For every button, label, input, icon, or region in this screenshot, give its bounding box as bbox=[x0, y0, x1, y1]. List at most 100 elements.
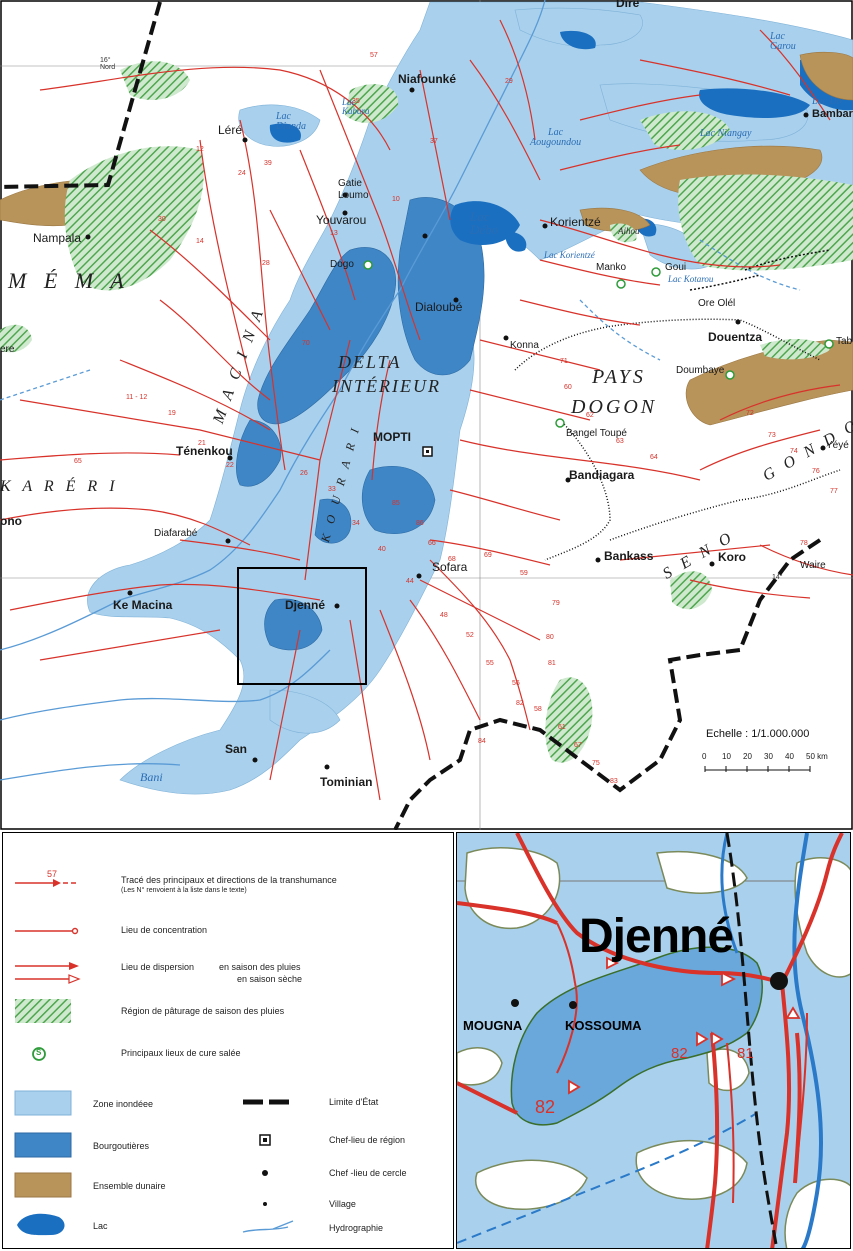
route-number: 30 bbox=[158, 216, 166, 223]
route-number: 76 bbox=[812, 468, 820, 475]
town-label-yeye: Yéyé bbox=[826, 440, 849, 451]
route-number: 65 bbox=[74, 458, 82, 465]
town-label-tominian: Tominian bbox=[320, 775, 373, 789]
route-number: 21 bbox=[198, 440, 206, 447]
town-label-diafarabe: Diafarabé bbox=[154, 528, 198, 539]
route-number: 37 bbox=[430, 138, 438, 145]
water-label-lac-garou: Lac Garou bbox=[770, 31, 796, 52]
route-number: 63 bbox=[616, 438, 624, 445]
scale-tick-label: 20 bbox=[743, 752, 752, 761]
legend-symbol-village bbox=[263, 1202, 267, 1206]
route-number: 33 bbox=[328, 486, 336, 493]
legend-symbol-dispersion-rain bbox=[15, 962, 79, 970]
town-label-sofara: Sofara bbox=[432, 560, 468, 574]
town-label-bangel-toupe: Bangel Toupé bbox=[566, 428, 627, 439]
salt-cure-markers bbox=[363, 260, 834, 428]
legend-cure-salee: Principaux lieux de cure salée bbox=[121, 1048, 241, 1058]
town-label-korientze: Korientzé bbox=[550, 215, 601, 229]
route-number: 22 bbox=[226, 462, 234, 469]
scale-tick-label: 0 bbox=[702, 752, 707, 761]
djenne-inset: Djenné MOUGNA KOSSOUMA 82 82 81 bbox=[456, 832, 851, 1249]
legend-cure-symbol: S bbox=[36, 1048, 42, 1057]
inset-highlight-box bbox=[237, 567, 367, 685]
state-border bbox=[0, 1, 822, 830]
coord-label-16n: 16° Nord bbox=[100, 57, 116, 71]
legend-symbol-concentration bbox=[15, 927, 79, 935]
escarpment bbox=[514, 318, 841, 561]
inset-canvas bbox=[457, 833, 850, 1248]
route-number: 12 bbox=[196, 146, 204, 153]
route-number: 77 bbox=[830, 488, 838, 495]
route-number: 26 bbox=[300, 470, 308, 477]
mopti-region-marker-inner bbox=[426, 450, 429, 453]
route-number: 80 bbox=[546, 634, 554, 641]
route-number: 85 bbox=[392, 500, 400, 507]
water-label-lac-kabara: Lac Kabara bbox=[342, 97, 370, 116]
town-markers bbox=[85, 87, 826, 770]
route-number: 44 bbox=[406, 578, 414, 585]
water-label-bani: Bani bbox=[140, 770, 163, 784]
legend-swatch-bourgoutieres bbox=[14, 1132, 72, 1158]
route-number: 68 bbox=[448, 556, 456, 563]
scale-title: Echelle : 1/1.000.000 bbox=[706, 728, 810, 740]
legend-transhumance: Tracé des principaux et directions de la… bbox=[121, 875, 337, 885]
town-label-dogo: Dogo bbox=[330, 259, 354, 270]
legend-symbols bbox=[14, 879, 294, 1236]
region-label-mema: M É M A bbox=[8, 268, 130, 293]
route-number: 52 bbox=[466, 632, 474, 639]
legend-symbol-dispersion-dry bbox=[15, 974, 81, 984]
town-label-ore-olel: Ore Olél bbox=[698, 298, 736, 309]
legend-village: Village bbox=[329, 1199, 356, 1209]
town-label-douentza: Douentza bbox=[708, 330, 762, 344]
route-number: 83 bbox=[610, 778, 618, 785]
town-label-djenne: Djenné bbox=[285, 598, 326, 612]
legend-zone-inondee: Zone inondéee bbox=[93, 1099, 154, 1109]
town-label-mopti: MOPTI bbox=[373, 430, 411, 444]
town-label-dire: Dire bbox=[616, 0, 640, 10]
inset-label-82a: 82 bbox=[535, 1097, 556, 1117]
legend-swatch-lac bbox=[17, 1213, 65, 1236]
legend-swatch-ensemble-dunaire bbox=[14, 1172, 72, 1198]
town-label-ono: ono bbox=[0, 514, 22, 528]
legend-paturage: Région de pâturage de saison des pluies bbox=[121, 1006, 285, 1016]
route-number: 28 bbox=[262, 260, 270, 267]
legend-dispersion-dry: en saison sèche bbox=[237, 974, 303, 984]
legend-symbol-hydrographie bbox=[242, 1220, 294, 1233]
route-number: 64 bbox=[650, 454, 658, 461]
inset-label-82b: 82 bbox=[671, 1045, 688, 1062]
route-number: 10 bbox=[392, 196, 400, 203]
route-number: 72 bbox=[746, 410, 754, 417]
water-label-lac-aougoundou: Lac Aougoundou bbox=[530, 127, 582, 148]
coord-label-14n: 14° bbox=[772, 574, 783, 581]
route-number: 56 bbox=[512, 680, 520, 687]
town-label-koro: Koro bbox=[718, 550, 746, 564]
town-label-dialoube: Dialoubé bbox=[415, 300, 463, 314]
route-number: 79 bbox=[552, 600, 560, 607]
legend: 57 Tracé des principaux et directions de… bbox=[2, 832, 454, 1249]
town-label-nampala: Nampala bbox=[33, 231, 82, 245]
route-number: 81 bbox=[548, 660, 556, 667]
route-number: 61 bbox=[558, 724, 566, 731]
scale-tick-label: 40 bbox=[785, 752, 794, 761]
water-label-lac-niangay: Lac Niangay bbox=[700, 128, 752, 139]
route-number: 70 bbox=[302, 340, 310, 347]
route-number: 24 bbox=[238, 170, 246, 177]
route-number: 19 bbox=[168, 410, 176, 417]
route-number: 29 bbox=[505, 78, 513, 85]
legend-symbol-cure-salee bbox=[32, 1047, 46, 1061]
town-label-tenenkou: Ténenkou bbox=[176, 444, 233, 458]
water-label-lac-debo: Lac Débo bbox=[470, 209, 499, 237]
route-number: 66 bbox=[428, 540, 436, 547]
town-label-niafounke: Niafounké bbox=[398, 72, 457, 86]
route-number: 75 bbox=[592, 760, 600, 767]
town-label-san: San bbox=[225, 742, 248, 756]
town-label-goui: Goui bbox=[665, 262, 687, 273]
route-number: 62 bbox=[586, 412, 594, 419]
legend-limite-etat: Limite d'État bbox=[329, 1097, 379, 1107]
town-label-lere: Léré bbox=[218, 123, 243, 137]
pasture-zones bbox=[0, 61, 853, 763]
bourgou-zone bbox=[236, 197, 485, 651]
town-label-waire: Waire bbox=[800, 560, 826, 571]
water-label-lac-do: Lac Do bbox=[812, 96, 842, 107]
hydrography bbox=[0, 0, 801, 781]
